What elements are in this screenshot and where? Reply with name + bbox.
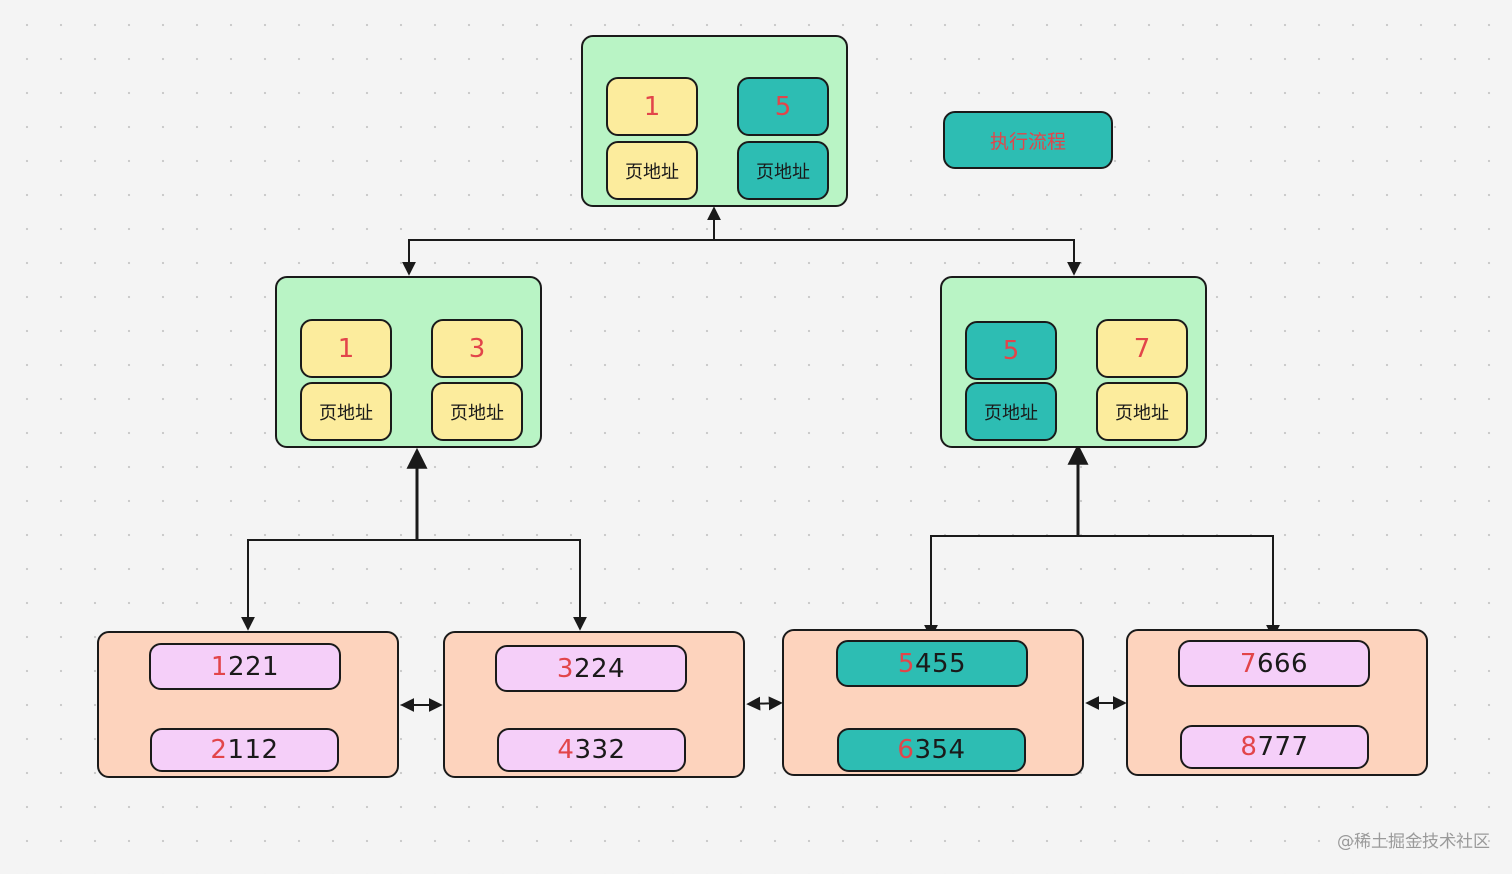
internal-page-node-left: 1 页地址 3 页地址 — [275, 276, 542, 448]
record-lead-digit: 2 — [210, 735, 228, 765]
internal-addr-cell: 页地址 — [1096, 382, 1188, 441]
root-page-node: 1 页地址 5 页地址 — [581, 35, 848, 207]
internal-addr: 页地址 — [984, 402, 1038, 424]
right-branch-b — [1078, 535, 1280, 639]
internal-page-node-right: 5 页地址 7 页地址 — [940, 276, 1207, 448]
watermark: @稀土掘金技术社区 — [1337, 832, 1490, 852]
record-rest-digits: 221 — [227, 651, 280, 682]
root-addr-cell: 页地址 — [606, 141, 698, 200]
root-key-cell: 5 — [737, 77, 829, 136]
root-branch-right — [714, 239, 1081, 276]
record-rest-digits: 332 — [574, 735, 626, 765]
internal-key-cell: 5 — [965, 321, 1057, 380]
root-addr: 页地址 — [625, 161, 679, 183]
left-branch-a — [241, 539, 417, 631]
record-rest-digits: 224 — [573, 653, 626, 684]
record-lead-digit: 5 — [897, 648, 915, 679]
internal-addr: 页地址 — [1115, 402, 1169, 424]
internal-key: 1 — [337, 333, 355, 364]
record-lead-digit: 3 — [556, 653, 574, 684]
internal-key-cell: 1 — [300, 319, 392, 378]
internal-key: 7 — [1133, 333, 1151, 364]
internal-addr-cell: 页地址 — [300, 382, 392, 441]
record-rest-digits: 112 — [227, 735, 279, 765]
root-key-cell: 1 — [606, 77, 698, 136]
internal-addr-cell: 页地址 — [431, 382, 523, 441]
left-branch-b — [417, 539, 587, 631]
internal-key-cell: 3 — [431, 319, 523, 378]
leaf-link-2 — [746, 696, 783, 711]
root-addr-cell: 页地址 — [737, 141, 829, 200]
internal-key: 3 — [468, 333, 486, 364]
record-lead-digit: 7 — [1239, 648, 1257, 679]
internal-addr: 页地址 — [450, 402, 504, 424]
record-lead-digit: 8 — [1240, 732, 1258, 762]
record-rest-digits: 354 — [914, 735, 966, 765]
record-lead-digit: 1 — [210, 651, 228, 682]
record-rest-digits: 455 — [914, 648, 967, 679]
root-branch-left — [402, 239, 714, 276]
internal-addr: 页地址 — [319, 402, 373, 424]
internal-key-cell: 7 — [1096, 319, 1188, 378]
legend-execution-flow: 执行流程 — [943, 111, 1113, 169]
record-lead-digit: 6 — [897, 735, 915, 765]
internal-key: 5 — [1002, 335, 1020, 366]
record-rest-digits: 777 — [1257, 732, 1309, 762]
root-addr: 页地址 — [756, 161, 810, 183]
root-key: 5 — [774, 91, 792, 122]
root-key: 1 — [643, 91, 661, 122]
right-branch-a — [924, 535, 1078, 639]
internal-addr-cell: 页地址 — [965, 382, 1057, 441]
record-rest-digits: 666 — [1256, 648, 1309, 679]
record-lead-digit: 4 — [557, 735, 575, 765]
